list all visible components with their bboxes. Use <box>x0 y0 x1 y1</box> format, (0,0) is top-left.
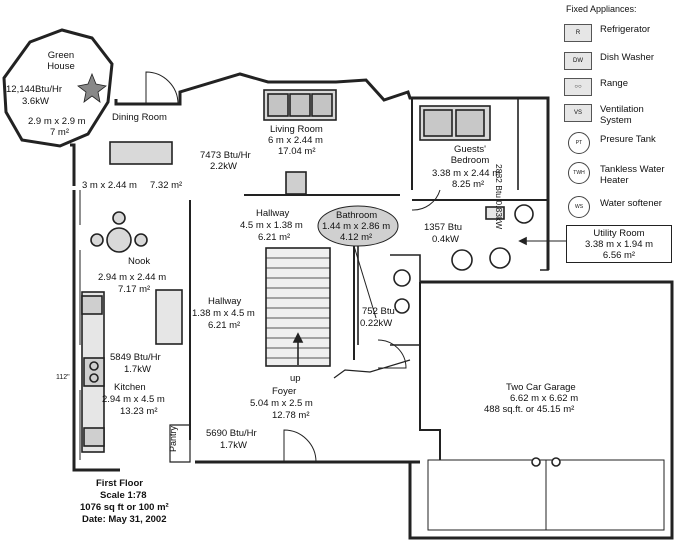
utility-power: 0.4kW <box>432 234 459 245</box>
dining-name: Dining Room <box>112 112 167 123</box>
greenhouse-plant <box>77 72 107 103</box>
hallway-lower-dims: 1.38 m x 4.5 m <box>192 308 255 319</box>
hallway-upper-name: Hallway <box>256 208 290 219</box>
dining-power: 2.2kW <box>210 161 237 172</box>
kitchen-area: 13.23 m² <box>120 406 158 417</box>
door-foyer <box>283 429 317 463</box>
legend-ventilation: VS Ventilation System <box>562 102 672 128</box>
garage-step <box>419 282 441 460</box>
foyer-name: Foyer <box>272 386 297 397</box>
garage-name: Two Car Garage <box>506 382 576 393</box>
greenhouse-power: 3.6kW <box>22 96 49 107</box>
title-size: 1076 sq ft or 100 m² <box>80 502 169 513</box>
wall-foyer-step <box>333 359 411 379</box>
kitchen-dims: 2.94 m x 4.5 m <box>102 394 165 405</box>
utility-room-box: Utility Room 3.38 m x 1.94 m 6.56 m² <box>566 225 672 263</box>
utility-heat: 1357 Btu <box>424 222 463 233</box>
fridge <box>81 295 103 315</box>
hallway-lower-name: Hallway <box>208 296 242 307</box>
guests-heat: 2832 Btu 0.83kW <box>494 164 504 230</box>
exterior-wall-west <box>72 190 120 472</box>
hallway-upper-dims: 4.5 m x 1.38 m <box>240 220 303 231</box>
greenhouse-area: 7 m² <box>50 127 69 138</box>
pressure-tank-icon: PT <box>568 132 590 154</box>
dining-dims: 3 m x 2.44 m <box>82 180 137 191</box>
bathroom-dims: 1.44 m x 2.86 m <box>322 221 391 232</box>
stairs-label: up <box>290 373 301 384</box>
kitchen-island <box>155 289 183 345</box>
title-scale: Scale 1:78 <box>100 490 147 501</box>
dining-area: 7.32 m² <box>150 180 183 191</box>
pantry-name: Pantry <box>168 425 178 452</box>
kitchen-name: Kitchen <box>114 382 146 393</box>
dishwasher-icon: DW <box>564 52 592 70</box>
nook-area: 7.17 m² <box>118 284 151 295</box>
water-softener-icon: WS <box>568 196 590 218</box>
living-area: 17.04 m² <box>278 146 316 157</box>
kitchen-power: 1.7kW <box>124 364 151 375</box>
foyer-dims: 5.04 m x 2.5 m <box>250 398 313 409</box>
kitchen-heat: 5849 Btu/Hr <box>110 352 161 363</box>
wall-pantry <box>169 424 191 463</box>
door-bath <box>377 339 407 369</box>
greenhouse-dims: 2.9 m x 2.9 m <box>28 116 86 127</box>
door-dining <box>145 71 179 105</box>
toilet <box>393 269 411 287</box>
living-heater <box>285 171 307 195</box>
greenhouse-outline <box>2 28 114 148</box>
greenhouse-heat: 12,144Btu/Hr <box>6 84 62 95</box>
dining-table <box>109 141 173 165</box>
dining-heat: 7473 Btu/Hr <box>200 150 251 161</box>
ventilation-icon: VS <box>564 104 592 122</box>
guests-name: Guests' Bedroom <box>450 144 490 166</box>
legend-dishwasher: DW Dish Washer <box>562 50 672 76</box>
exterior-wall-dining <box>70 143 76 186</box>
guests-area: 8.25 m² <box>452 179 485 190</box>
exterior-wall-north <box>114 72 550 270</box>
legend-title: Fixed Appliances: <box>566 4 637 14</box>
bathroom-name: Bathroom <box>336 210 378 221</box>
hallway-upper-area: 6.21 m² <box>258 232 291 243</box>
nook-table <box>106 227 132 253</box>
bathroom-area: 4.12 m² <box>340 232 373 243</box>
bath-heat: 752 Btu <box>362 306 395 317</box>
legend-pressure-tank: PT Presure Tank <box>562 132 672 158</box>
garage-dims: 6.62 m x 6.62 m <box>510 393 579 404</box>
living-name: Living Room <box>270 124 323 135</box>
living-dims: 6 m x 2.44 m <box>268 135 323 146</box>
wall-util <box>540 200 549 271</box>
garage-walls <box>408 280 674 540</box>
nook-dims: 2.94 m x 2.44 m <box>98 272 167 283</box>
bathroom-ellipse <box>317 205 399 247</box>
legend-refrigerator: R Refrigerator <box>562 22 672 48</box>
refrigerator-icon: R <box>564 24 592 42</box>
sink-bath <box>394 298 410 314</box>
bath-power: 0.22kW <box>360 318 393 329</box>
wall-bath <box>390 254 421 346</box>
range-icon: ○○ <box>564 78 592 96</box>
nook-name: Nook <box>128 256 151 267</box>
legend-water-heater: TWH Tankless Water Heater <box>562 162 672 188</box>
water-heater-icon: TWH <box>568 162 590 184</box>
title-floor: First Floor <box>96 478 143 489</box>
legend-range: ○○ Range <box>562 76 672 102</box>
foyer-heat: 5690 Btu/Hr <box>206 428 257 439</box>
garage-area: 488 sq.ft. or 45.15 m² <box>484 404 575 415</box>
side-mark: 112" <box>56 374 70 381</box>
foyer-area: 12.78 m² <box>272 410 310 421</box>
greenhouse-name: Green House <box>47 50 75 72</box>
title-date: Date: May 31, 2002 <box>82 514 167 525</box>
range <box>83 357 105 387</box>
hallway-lower-area: 6.21 m² <box>208 320 241 331</box>
guests-dims: 3.38 m x 2.44 m <box>432 168 501 179</box>
door-guest <box>411 189 441 211</box>
sink <box>83 427 105 447</box>
foyer-power: 1.7kW <box>220 440 247 451</box>
legend-water-softener: WS Water softener <box>562 196 672 222</box>
